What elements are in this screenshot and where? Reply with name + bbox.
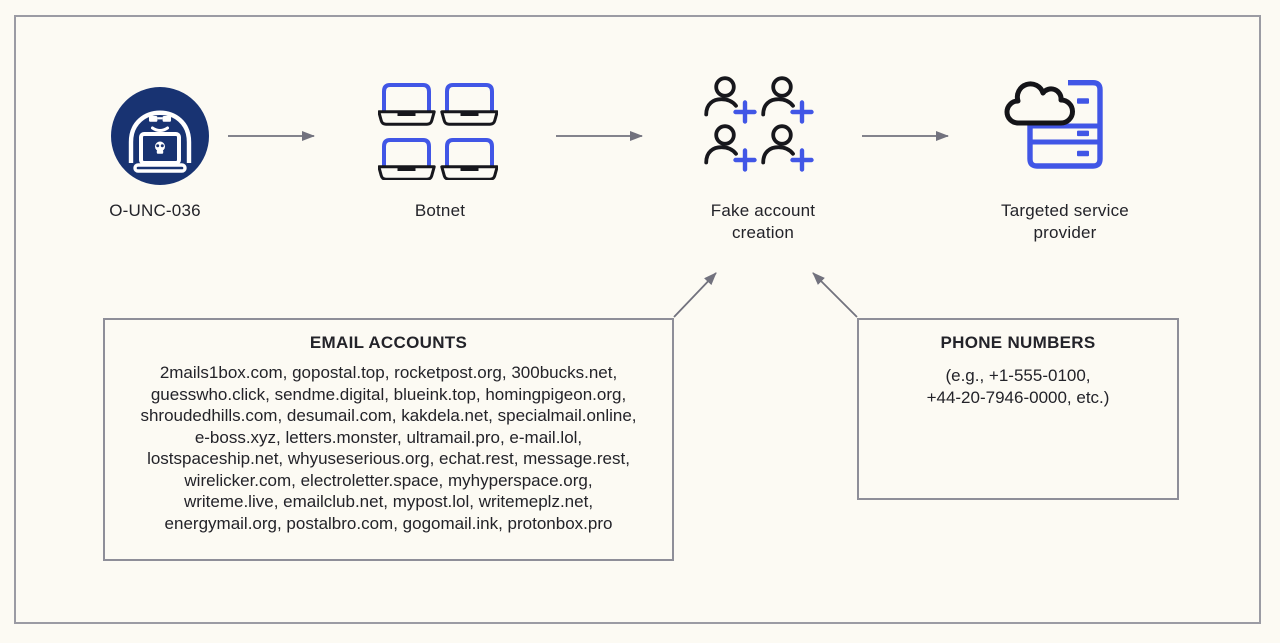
email-accounts-list: 2mails1box.com, gopostal.top, rocketpost… xyxy=(105,362,672,534)
email-domains-line: 2mails1box.com, gopostal.top, rocketpost… xyxy=(159,363,618,382)
cloud-server-icon xyxy=(998,80,1104,175)
email-domains-line: energymail.org, postalbro.com, gogomail.… xyxy=(164,513,613,533)
phone-example-line: +44-20-7946-0000, etc.) xyxy=(926,388,1110,407)
phone-numbers-title: PHONE NUMBERS xyxy=(940,333,1096,352)
phone-numbers-examples: (e.g., +1-555-0100, +44-20-7946-0000, et… xyxy=(859,365,1177,409)
email-domains-line: guesswho.click, sendme.digital, blueink.… xyxy=(150,384,627,404)
email-domains-line: shroudedhills.com, desumail.com, kakdela… xyxy=(140,406,637,425)
fake-accounts-label: Fake account creation xyxy=(710,201,816,242)
diagram-frame-border xyxy=(14,15,1261,624)
phone-numbers-box: PHONE NUMBERS (e.g., +1-555-0100, +44-20… xyxy=(857,318,1179,500)
actor-label: O-UNC-036 xyxy=(109,201,201,220)
email-accounts-box: EMAIL ACCOUNTS 2mails1box.com, gopostal.… xyxy=(103,318,674,561)
phone-example-line: (e.g., +1-555-0100, xyxy=(945,366,1091,385)
add-users-icon xyxy=(704,76,816,177)
email-accounts-title: EMAIL ACCOUNTS xyxy=(309,333,468,352)
email-domains-line: writeme.live, emailclub.net, mypost.lol,… xyxy=(183,492,594,511)
email-domains-line: lostspaceship.net, whyuseserious.org, ec… xyxy=(147,449,630,468)
provider-label: Targeted service provider xyxy=(1001,201,1129,242)
laptop-grid-icon xyxy=(376,82,500,185)
hooded-hacker-laptop-icon xyxy=(111,87,209,190)
email-domains-line: wirelicker.com, electroletter.space, myh… xyxy=(184,470,593,490)
email-domains-line: e-boss.xyz, letters.monster, ultramail.p… xyxy=(194,427,583,447)
botnet-label: Botnet xyxy=(414,201,466,220)
